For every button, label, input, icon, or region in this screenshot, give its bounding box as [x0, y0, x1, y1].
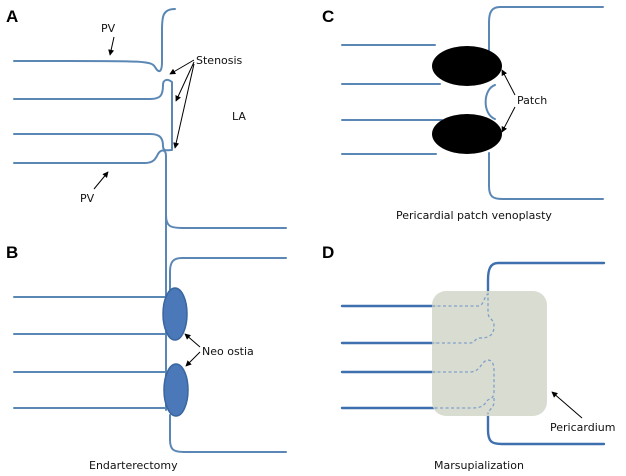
panel-c-vessels [341, 6, 604, 200]
patch-lower [432, 114, 502, 154]
patch-arrow-1 [501, 69, 516, 96]
caption-endarterectomy: Endarterectomy [89, 459, 178, 472]
panel-c: C Patch Pericardial patch venoplasty [322, 6, 604, 222]
pericardium-sheet [432, 291, 547, 416]
panel-b-letter: B [6, 243, 18, 262]
label-pv-top: PV [101, 22, 116, 35]
panel-d-hidden-vessels [432, 292, 495, 415]
panel-a: A PV Stenosis LA PV [6, 7, 287, 411]
label-stenosis: Stenosis [196, 54, 243, 67]
label-pericardium: Pericardium [550, 421, 615, 434]
patch-arrow-2 [501, 106, 516, 133]
panel-a-vessels [13, 8, 176, 411]
panel-a-letter: A [6, 7, 18, 26]
label-patch: Patch [517, 94, 547, 107]
panel-c-letter: C [322, 7, 334, 26]
pericardium-arrow [551, 391, 583, 419]
label-neo-ostia: Neo ostia [202, 345, 254, 358]
stenosis-arrow-1 [169, 59, 195, 75]
panel-a-la-bottom [165, 179, 287, 229]
patch-upper [432, 46, 502, 86]
stenosis-arrow-2 [175, 61, 195, 102]
label-pv-bottom: PV [80, 192, 95, 205]
stenosis-arrow-3 [173, 63, 195, 149]
label-la: LA [232, 110, 246, 123]
panel-d: D Pericardium Marsupialization [322, 243, 615, 472]
neo-ostium-upper [162, 287, 188, 341]
neo-ostia-arrow-1 [184, 333, 201, 348]
neo-ostia-arrow-2 [185, 351, 201, 367]
caption-marsupialization: Marsupialization [434, 459, 524, 472]
caption-patch-venoplasty: Pericardial patch venoplasty [396, 209, 552, 222]
panel-b: B Neo ostia Endarterectomy [6, 243, 287, 472]
pv-top-arrow [108, 36, 115, 56]
panel-b-vessels [13, 257, 287, 453]
neo-ostium-lower [163, 363, 189, 417]
pv-bottom-arrow [93, 171, 109, 190]
panel-d-vessels [340, 261, 606, 446]
panel-d-letter: D [322, 243, 334, 262]
